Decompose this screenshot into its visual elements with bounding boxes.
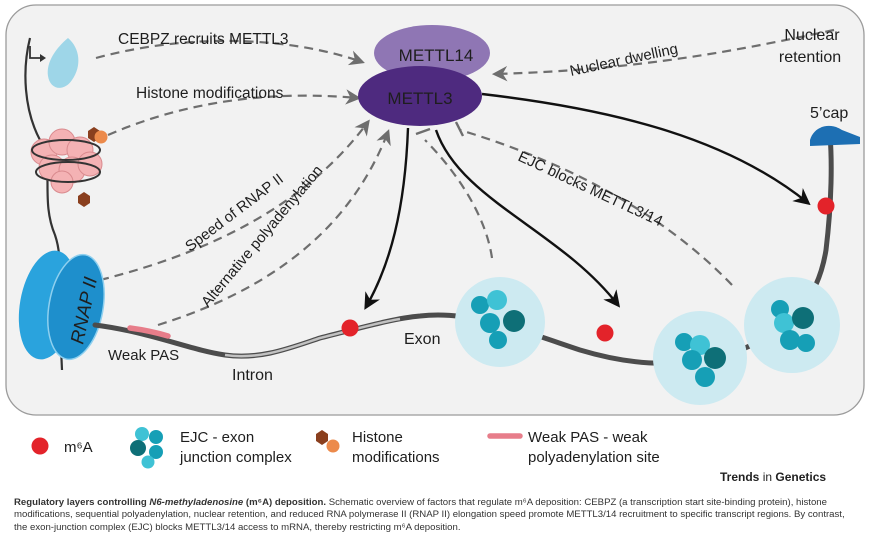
cebpz-protein (47, 38, 79, 88)
ejc-block-bar-1 (415, 127, 431, 136)
ejc-block-line-1 (424, 139, 494, 259)
caption-title-italic: N6-methyladenosine (149, 497, 244, 508)
histone-marks (78, 127, 108, 207)
exon-label: Exon (404, 331, 440, 348)
journal-logo-bold: Trends (720, 470, 760, 484)
polyadenylation-arrow (157, 129, 391, 327)
ejc-complex-3 (744, 277, 840, 373)
legend-ejc-label-2: junction complex (179, 449, 292, 466)
weak-pas-segment (127, 325, 171, 339)
legend-histone-label-2: modifications (352, 449, 440, 466)
histone-arrow (107, 89, 362, 137)
legend-weak-pas-label-2: polyadenylation site (528, 449, 660, 466)
tss-arrowhead-icon (40, 54, 46, 62)
five-cap-label: 5’cap (810, 105, 848, 122)
legend-m6a-icon (31, 437, 49, 455)
mettl3-ellipse (358, 66, 482, 126)
deposition-arrows (364, 92, 811, 310)
journal-logo-rest: Genetics (775, 470, 827, 484)
histone-modifications-label: Histone modifications (136, 85, 284, 102)
recruitment-arrows (95, 28, 835, 327)
cebpz-label: CEBPZ recruits METTL3 (118, 31, 289, 48)
legend-histone-label-1: Histone (352, 429, 403, 446)
ejc-block-line-2 (459, 128, 733, 286)
intron-thin-mask (224, 317, 401, 358)
journal-logo: Trends in Genetics (720, 470, 826, 484)
intron-label: Intron (232, 367, 273, 384)
cebpz-arrow (95, 39, 365, 66)
rnap-ii-complex (18, 250, 105, 361)
nucleus-panel (5, 4, 865, 416)
deposition-arrow-exon (434, 129, 621, 308)
rnap-speed-arrow (99, 119, 370, 282)
m6a-marks (341, 197, 835, 342)
caption-title-a: Regulatory layers controlling (14, 497, 150, 508)
five-cap-icon (810, 125, 860, 146)
legend-histone-icon (316, 430, 340, 453)
nuclear-retention-label-1: Nuclear (784, 27, 840, 44)
deposition-arrow-cap (481, 92, 811, 206)
legend-ejc-icon (130, 427, 163, 469)
legend-ejc-label-1: EJC - exon (180, 429, 254, 446)
ejc-complex-2 (653, 311, 747, 405)
caption-body: Schematic overview of factors that regul… (14, 497, 845, 533)
figure-caption: Regulatory layers controlling N6-methyla… (14, 497, 859, 534)
caption-title-b: (m⁶A) deposition. (243, 497, 327, 508)
legend-weak-pas-label-1: Weak PAS - weak (528, 429, 648, 446)
deposition-arrow-intron (364, 127, 410, 310)
nuclear-retention-arrow (491, 28, 835, 82)
nuclear-retention-label-2: retention (779, 49, 841, 66)
tss-arrow (29, 46, 42, 59)
mettl14-ellipse (374, 25, 490, 81)
ejc-block-bars (415, 121, 465, 137)
ejc-complex-1 (455, 277, 545, 367)
weak-pas-label: Weak PAS (108, 347, 179, 364)
mettl3-label: METTL3 (387, 89, 452, 108)
ejc-block-lines (424, 128, 733, 286)
legend-m6a-label: m⁶A (64, 439, 93, 456)
dna-wrapping (31, 139, 101, 183)
legend: m⁶A EJC - exon junction complex Histone … (31, 427, 660, 469)
ejc-block-bar-2 (454, 121, 465, 137)
mettl14-label: METTL14 (399, 46, 474, 65)
journal-logo-in: in (762, 470, 773, 484)
